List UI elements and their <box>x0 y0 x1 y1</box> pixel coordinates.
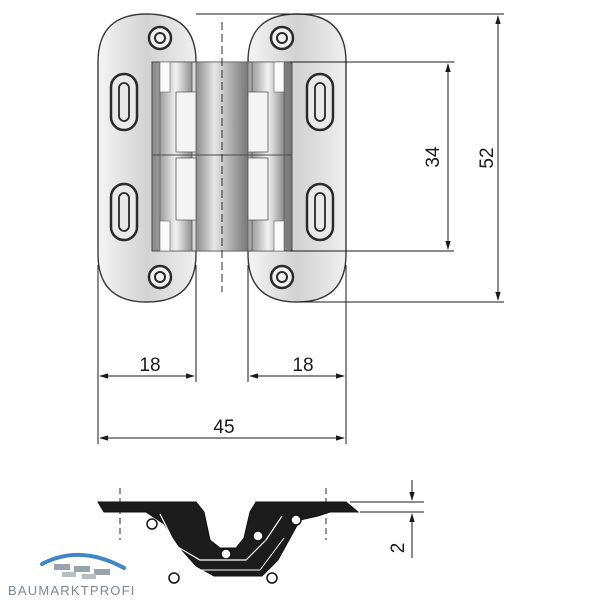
dim-label-45: 45 <box>213 417 234 438</box>
dimension-left-leaf-width: 18 <box>97 265 197 444</box>
left-top-screw-hole <box>147 25 173 51</box>
dim-label-2: 2 <box>388 543 409 554</box>
hinge-knuckle <box>151 61 293 252</box>
dim-label-52: 52 <box>477 147 498 168</box>
dimension-thickness: 2 <box>350 480 424 558</box>
brand-wordmark: BAUMARKTPROFI <box>8 583 136 598</box>
left-upper-slot <box>109 72 139 132</box>
hinge-side-profile <box>97 488 360 584</box>
right-top-screw-hole <box>269 25 295 51</box>
dim-label-34: 34 <box>423 146 444 168</box>
right-bottom-screw-hole <box>269 264 295 290</box>
dimension-overall-width: 45 <box>99 417 345 441</box>
dim-label-18-right: 18 <box>292 355 313 376</box>
dim-label-18-left: 18 <box>139 355 160 376</box>
left-lower-slot <box>109 182 139 242</box>
dimension-right-leaf-width: 18 <box>247 265 347 444</box>
right-upper-slot <box>305 72 335 132</box>
right-lower-slot <box>305 182 335 242</box>
dimension-inner-height: 34 <box>290 61 454 252</box>
dimension-overall-height: 52 <box>196 13 504 303</box>
left-bottom-screw-hole <box>147 264 173 290</box>
profile-plate <box>97 501 360 577</box>
roof-arch-logo-icon <box>40 553 126 579</box>
